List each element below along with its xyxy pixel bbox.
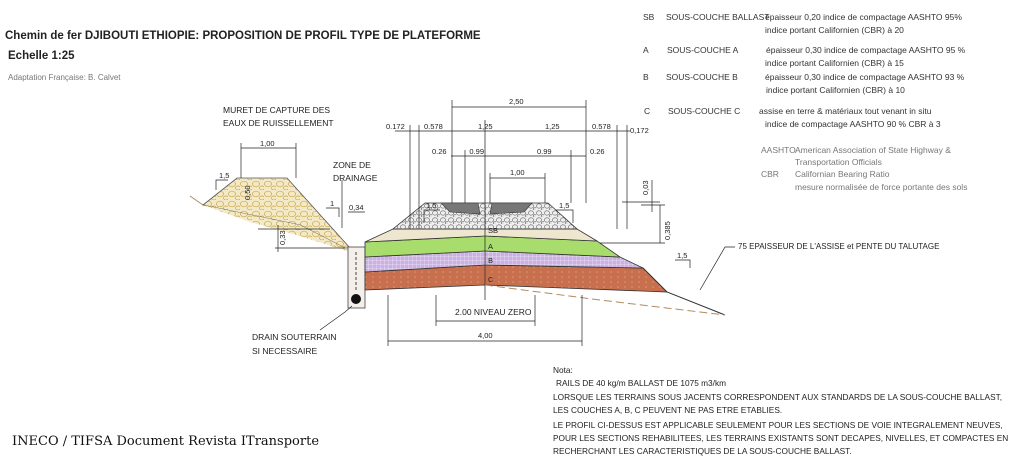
wall-label: EAUX DE RUISSELLEMENT	[223, 118, 334, 128]
legend-name: SOUS-COUCHE BALLAST	[666, 12, 770, 22]
note-line: POUR LES SECTIONS REHABILITEES, LES TERR…	[553, 433, 1009, 443]
legend-name: SOUS-COUCHE B	[666, 72, 738, 82]
legend-name: SOUS-COUCHE A	[667, 45, 739, 55]
dim-label: 0.99	[537, 147, 552, 156]
slope-thickness-label: 75 EPAISSEUR DE L'ASSISE et PENTE DU TAL…	[738, 242, 940, 251]
slope-label: 1,5	[426, 201, 436, 210]
legend-code: A	[643, 45, 649, 55]
legend-line: indice portant Californien (CBR) à 10	[766, 85, 905, 95]
legend-line: indice portant Californien (CBR) à 15	[765, 58, 904, 68]
slope-label: 1,5	[677, 251, 687, 260]
drain-label: DRAIN SOUTERRAIN	[252, 332, 337, 342]
note-line: LES COUCHES A, B, C PEUVENT NE PAS ETRE …	[553, 405, 783, 415]
notes-title: Nota:	[553, 365, 573, 375]
dim-label: 1,00	[260, 139, 275, 148]
drainage-zone-label: ZONE DE	[333, 160, 371, 170]
sleeper-right	[489, 202, 533, 215]
dim-label: 1,25	[545, 122, 560, 131]
dim-label: 2,50	[509, 97, 524, 106]
dim-label: 0.172	[386, 122, 405, 131]
dim-label: 0.26	[590, 147, 605, 156]
legend-line: épaisseur 0,30 indice de compactage AASH…	[766, 45, 966, 55]
abbr: AASHTO	[761, 145, 796, 155]
dim-label: 1,00	[510, 168, 525, 177]
source-credit: INECO / TIFSA Document Revista ITranspor…	[12, 434, 320, 449]
abbr-def: Transportation Officials	[795, 157, 882, 167]
ground-line-left	[189, 195, 204, 206]
dim-label: 0,50	[243, 185, 252, 200]
legend-line: indice portant Californien (CBR) à 20	[765, 25, 904, 35]
layer-label-b: B	[488, 256, 493, 265]
legend-code: SB	[643, 12, 655, 22]
legend-line: assise en terre & matériaux tout venant …	[759, 106, 932, 116]
dim-label: 0,03	[641, 180, 650, 195]
note-line: RECHERCHANT LES CARACTERISTIQUES DE LA S…	[553, 446, 852, 456]
dimension-labels: 2,50 0.172 0.578 1,25 1,25 0.578 0,172 0…	[219, 97, 687, 340]
layer-label-sb: SB	[488, 226, 498, 235]
drain-pipe	[351, 294, 361, 304]
legend-code: B	[643, 72, 649, 82]
abbr-def: American Association of State Highway &	[795, 145, 951, 155]
dim-label: 0,33	[278, 230, 287, 245]
zero-level-label: 2.00 NIVEAU ZERO	[455, 307, 532, 317]
layer-label-a: A	[488, 242, 493, 251]
legend-code: C	[644, 106, 651, 116]
dim-label: 4,00	[478, 331, 493, 340]
note-line: LORSQUE LES TERRAINS SOUS JACENTS CORRES…	[553, 392, 1003, 402]
drawing-title: Chemin de fer DJIBOUTI ETHIOPIE: PROPOSI…	[5, 30, 481, 42]
runoff-capture-wall	[202, 177, 351, 249]
dim-label: 0.578	[424, 122, 443, 131]
layer-label-c: C	[488, 275, 494, 284]
abbr-def: Californian Bearing Ratio	[795, 169, 890, 179]
wall-base	[203, 205, 350, 252]
adaptation-credit: Adaptation Française: B. Calvet	[8, 73, 121, 82]
natural-ground-line	[484, 284, 726, 316]
dim-label: 0,34	[349, 203, 364, 212]
legend-line: épaisseur 0,30 indice de compactage AASH…	[765, 72, 965, 82]
dim-label: 0,172	[630, 126, 649, 135]
drain-label: SI NECESSAIRE	[252, 346, 318, 356]
abbr: CBR	[761, 169, 779, 179]
dim-label: 1,25	[478, 122, 493, 131]
note-line: RAILS DE 40 kg/m BALLAST DE 1075 m3/km	[556, 378, 727, 388]
dim-label: 0.578	[592, 122, 611, 131]
abbr-def: mesure normalisée de force portante des …	[795, 182, 968, 192]
legend-line: indice de compactage AASHTO 90 % CBR à 3	[765, 119, 941, 129]
dimension-lines	[215, 100, 735, 346]
legend-line: épaisseur 0,20 indice de compactage AASH…	[765, 12, 962, 22]
note-line: LE PROFIL CI-DESSUS EST APPLICABLE SEULE…	[553, 420, 1003, 430]
slope-label: 1	[330, 199, 334, 208]
slope-label: 1,5	[219, 171, 229, 180]
dim-label: 0.26	[432, 147, 447, 156]
wall-label: MURET DE CAPTURE DES	[223, 105, 331, 115]
legend-name: SOUS-COUCHE C	[668, 106, 741, 116]
drawing-scale: Echelle 1:25	[8, 50, 75, 62]
drainage-zone-label: DRAINAGE	[333, 173, 378, 183]
sleeper-left	[440, 202, 481, 215]
dim-label: 0,385	[663, 221, 672, 240]
dim-label: 0.99	[469, 147, 484, 156]
slope-label: 1,5	[559, 201, 569, 210]
